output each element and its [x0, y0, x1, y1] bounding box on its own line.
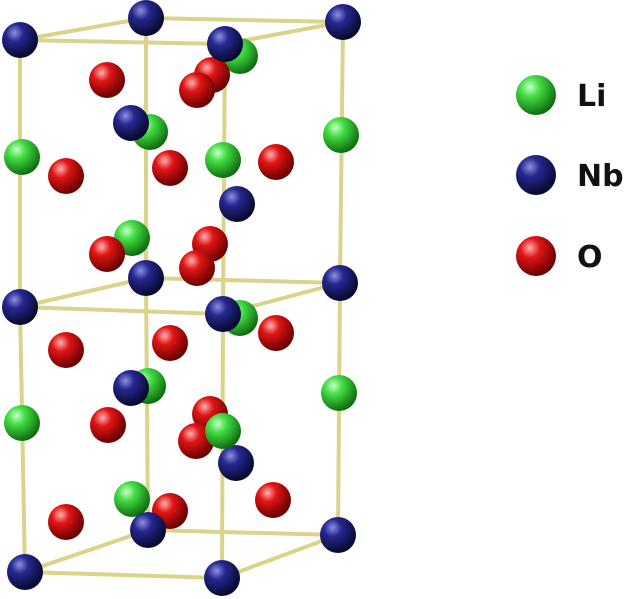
- cell-edge: [23, 528, 150, 574]
- niobium-atom: [218, 445, 254, 481]
- cell-edge: [23, 570, 224, 580]
- cell-edge: [146, 528, 340, 537]
- cell-edge: [144, 16, 345, 24]
- niobium-atom: [219, 186, 255, 222]
- legend-li-swatch: [516, 75, 556, 115]
- oxygen-atom: [89, 62, 125, 98]
- legend-nb-label: Nb: [577, 159, 624, 194]
- niobium-atom: [7, 554, 43, 590]
- lithium-atom: [205, 142, 241, 178]
- niobium-atom: [2, 289, 38, 325]
- cell-edge: [18, 16, 148, 42]
- lithium-atom: [321, 375, 357, 411]
- atoms-layer: [2, 0, 361, 596]
- legend-o-label: O: [577, 240, 603, 275]
- niobium-atom: [130, 512, 166, 548]
- oxygen-atom: [179, 72, 215, 108]
- legend-o-swatch: [516, 236, 556, 276]
- cell-edge: [18, 38, 227, 46]
- oxygen-atom: [152, 325, 188, 361]
- legend-li-label: Li: [577, 79, 606, 114]
- niobium-atom: [128, 260, 164, 296]
- niobium-atom: [2, 22, 38, 58]
- oxygen-atom: [179, 250, 215, 286]
- oxygen-atom: [152, 150, 188, 186]
- niobium-atom: [113, 370, 149, 406]
- lithium-atom: [114, 481, 150, 517]
- oxygen-atom: [255, 482, 291, 518]
- lithium-atom: [4, 139, 40, 175]
- cell-edge: [144, 276, 150, 532]
- oxygen-atom: [258, 144, 294, 180]
- oxygen-atom: [89, 236, 125, 272]
- niobium-atom: [325, 4, 361, 40]
- lithium-atom: [4, 405, 40, 441]
- cell-edge: [220, 533, 340, 580]
- niobium-atom: [205, 296, 241, 332]
- oxygen-atom: [178, 423, 214, 459]
- unit-cell-edges: [18, 16, 345, 580]
- cell-edge: [18, 276, 148, 309]
- niobium-atom: [128, 0, 164, 36]
- cell-edge: [221, 42, 227, 316]
- oxygen-atom: [48, 504, 84, 540]
- niobium-atom: [204, 560, 240, 596]
- niobium-atom: [113, 105, 149, 141]
- cell-edge: [144, 276, 342, 285]
- niobium-atom: [322, 265, 358, 301]
- lithium-atom: [323, 117, 359, 153]
- oxygen-atom: [258, 315, 294, 351]
- cell-edge: [18, 305, 225, 316]
- lithium-atom: [205, 413, 241, 449]
- oxygen-atom: [90, 407, 126, 443]
- niobium-atom: [320, 517, 356, 553]
- oxygen-atom: [48, 332, 84, 368]
- legend-nb-swatch: [516, 155, 556, 195]
- oxygen-atom: [48, 158, 84, 194]
- niobium-atom: [207, 26, 243, 62]
